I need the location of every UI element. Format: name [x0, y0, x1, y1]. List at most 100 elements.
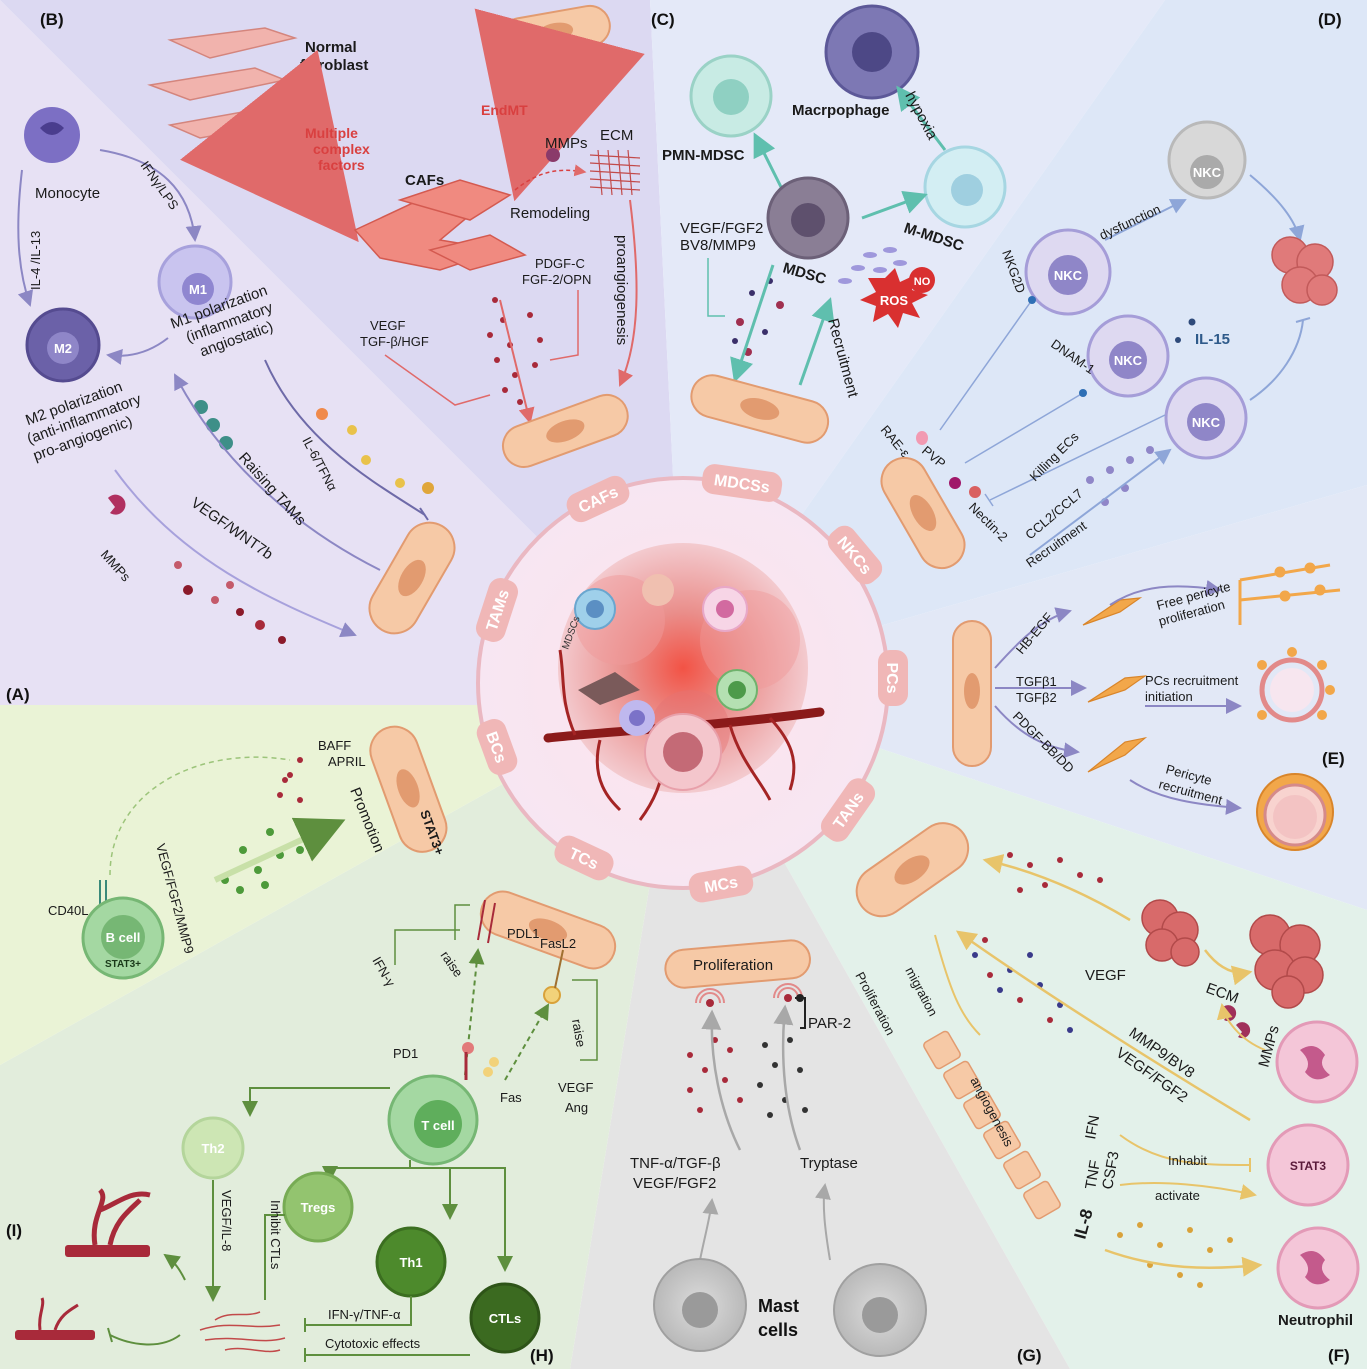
cytotoxic-label: Cytotoxic effects [325, 1336, 421, 1351]
endothelial-cell-b [501, 393, 629, 468]
ctls-label: CTLs [489, 1311, 522, 1326]
raise-label-2: raise [569, 1018, 589, 1048]
pd1-label: PD1 [393, 1046, 418, 1061]
th2-label: Th2 [201, 1141, 224, 1156]
tregs-label: Tregs [301, 1200, 336, 1215]
stat3-label-f: STAT3 [1290, 1159, 1327, 1173]
panel-label-f: (F) [1328, 1346, 1350, 1365]
tregs-cell [282, 1171, 354, 1243]
mast-label: Mast [758, 1296, 799, 1316]
ang-label: Ang [565, 1100, 588, 1115]
sector-tan [683, 683, 1367, 1369]
factors-label: factors [318, 157, 365, 173]
panel-mast-cells: Proliferation PAR-2 TNF-α/TGF-β VEGF/FGF… [630, 939, 927, 1357]
endothelial-cell-mast [664, 939, 811, 989]
endothelial-cell-h [479, 890, 617, 970]
capillary-sprouts-icon [199, 1311, 286, 1353]
pdl1-label: PDL1 [507, 926, 540, 941]
endothelial-cell-bcell [369, 725, 448, 853]
neutrophil-stat3-cell [1266, 1123, 1350, 1207]
inhibit-ctls-label: Inhibit CTLs [268, 1200, 283, 1270]
ring-tag-mcs[interactable]: MCs [687, 864, 755, 905]
endmt-label: EndMT [481, 102, 528, 118]
initiation-label: initiation [1145, 689, 1193, 704]
no-label: NO [914, 276, 931, 288]
il15-label: IL-15 [1195, 331, 1230, 348]
panel-label-a: (A) [6, 685, 30, 704]
tumor-cluster-f-1 [1141, 899, 1200, 967]
ring-label-mcs: MCs [703, 874, 739, 897]
mmps-label-b: MMPs [545, 135, 588, 152]
fasl2-label: FasL2 [540, 936, 576, 951]
pmn-mdsc-label: PMN-MDSC [662, 147, 745, 164]
fgf2-opn-label: FGF-2/OPN [522, 272, 591, 287]
ecm-label: ECM [600, 127, 633, 144]
nkc-label-1: NKC [1054, 268, 1083, 283]
pcs-recruitment-label: PCs recruitment [1145, 673, 1239, 688]
m2-label: M2 [54, 341, 72, 356]
fibroblast-label: fibroblast [300, 57, 368, 74]
ring-tag-tcs[interactable]: TCs [550, 832, 617, 885]
april-label: APRIL [328, 754, 366, 769]
tnf-label: TNF [1082, 1159, 1104, 1191]
fas-label: Fas [500, 1090, 522, 1105]
tumor-cluster-f-2 [1249, 914, 1324, 1009]
vegf-il8-label: VEGF/IL-8 [219, 1190, 234, 1251]
bv8-mmp9-label: BV8/MMP9 [680, 237, 756, 254]
endothelial-cell-d [880, 456, 966, 570]
panel-b-cafs: Normal fibroblast Multiple complex facto… [147, 4, 645, 468]
panel-h-tcells: PDL1 FasL2 raise IFN-γ raise VEGF Ang PD… [15, 890, 617, 1362]
vegf-fgf2-label-mast: VEGF/FGF2 [633, 1175, 716, 1192]
ring-label-pcs: PCs [883, 662, 900, 693]
vessel-cross-section-icon [1256, 773, 1334, 851]
vegf-label-h: VEGF [558, 1080, 593, 1095]
nkc-label-grey: NKC [1193, 165, 1222, 180]
baff-label: BAFF [318, 738, 351, 753]
complex-label: complex [313, 141, 370, 157]
vegf-label-b: VEGF [370, 318, 405, 333]
tgf-hgf-label: TGF-β/HGF [360, 334, 429, 349]
tgfb2-label: TGFβ2 [1016, 690, 1057, 705]
vegf-fgf2-label-c: VEGF/FGF2 [680, 220, 763, 237]
il4-label: IL-4 /IL-13 [28, 231, 43, 290]
panel-e-pcs: HB-EGF TGFβ1 TGFβ2 PDGF-BB/DD Free peric… [952, 562, 1341, 851]
pdgf-c-label: PDGF-C [535, 256, 585, 271]
ros-label: ROS [880, 293, 909, 308]
central-tumor: MDSCs [543, 543, 825, 821]
tumor-cluster-d [1271, 236, 1338, 306]
macrophage-label: Macrpophage [792, 102, 890, 119]
multiple-label: Multiple [305, 125, 358, 141]
ctls-cell [469, 1282, 541, 1354]
cafs-label: CAFs [405, 172, 444, 189]
neutrophil-label: Neutrophil [1278, 1312, 1353, 1329]
pericyte-ring-icon [1257, 647, 1335, 723]
panel-label-h: (H) [530, 1346, 554, 1365]
b-cell-stat3-label: STAT3+ [105, 959, 141, 970]
ring-tag-bcs[interactable]: BCs [473, 716, 520, 779]
nkc-label-2: NKC [1114, 353, 1143, 368]
ifn-tnf-label: IFN-γ/TNF-α [328, 1307, 401, 1322]
nkc-label-3: NKC [1192, 415, 1221, 430]
sector-tcell [0, 683, 683, 1369]
vessel-network-icon [65, 1188, 151, 1257]
th1-label: Th1 [399, 1255, 422, 1270]
panel-label-c: (C) [651, 10, 675, 29]
t-cell-label: T cell [421, 1118, 454, 1133]
csf3-label: CSF3 [1099, 1150, 1122, 1191]
panel-label-e: (E) [1322, 749, 1345, 768]
sprouting-vessel-icon [923, 1030, 1061, 1220]
endothelial-cell-e [952, 620, 992, 767]
th2-cell [181, 1116, 245, 1180]
tgfb1-label: TGFβ1 [1016, 674, 1057, 689]
no-badge [909, 267, 935, 293]
ring-tag-mdscs[interactable]: MDCSs [700, 463, 783, 504]
monocyte-label: Monocyte [35, 185, 100, 202]
sector-tam [0, 0, 683, 705]
panel-label-g: (G) [1017, 1346, 1042, 1365]
m1-label: M1 [189, 282, 207, 297]
caf-cluster [353, 179, 527, 271]
ring-tag-pcs[interactable]: PCs [878, 650, 908, 706]
tnf-tgf-label: TNF-α/TGF-β [630, 1155, 721, 1172]
remodeling-label: Remodeling [510, 205, 590, 222]
